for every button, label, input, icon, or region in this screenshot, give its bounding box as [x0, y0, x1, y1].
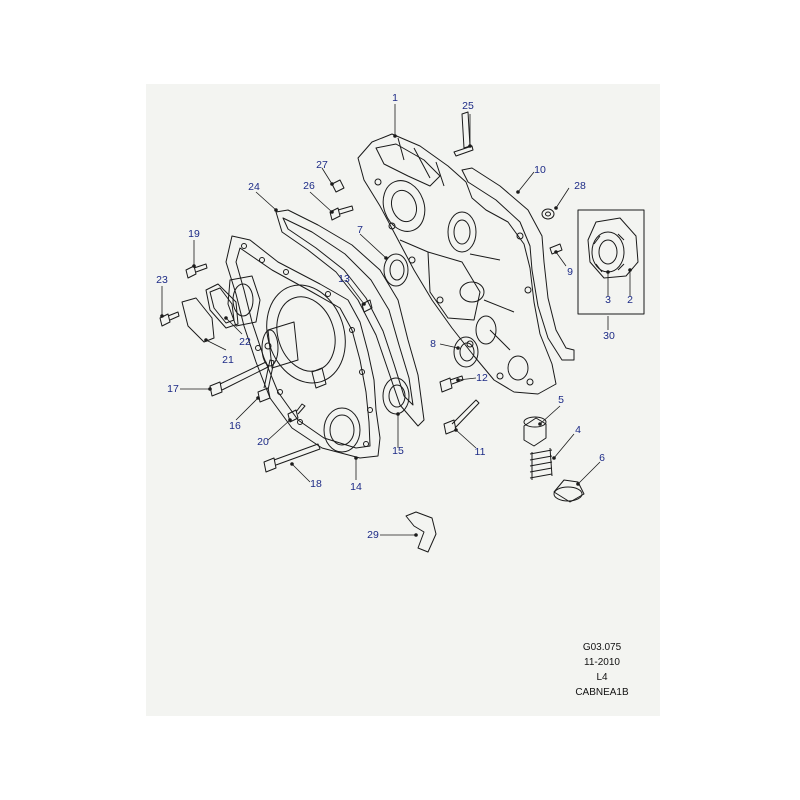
callout-6: 6	[599, 451, 605, 464]
callout-13: 13	[338, 272, 350, 285]
callout-4: 4	[575, 423, 581, 436]
oil-seal-upper	[383, 253, 409, 287]
bolt-23	[159, 311, 180, 327]
oil-seal-lower	[453, 336, 479, 368]
bolt-12	[439, 375, 464, 393]
bolt-26	[329, 205, 354, 221]
callout-2: 2	[627, 293, 633, 306]
bolt-27	[331, 179, 345, 193]
callout-14: 14	[350, 480, 362, 493]
callout-28: 28	[574, 179, 586, 192]
spring	[529, 447, 553, 480]
callout-25: 25	[462, 99, 474, 112]
drawing-info-block: G03.075 11-2010 L4 CABNEA1B	[562, 640, 642, 700]
callout-18: 18	[310, 477, 322, 490]
drawing-variant: L4	[596, 672, 608, 683]
dowel-9	[549, 243, 563, 255]
front-cover	[225, 235, 381, 459]
callout-27: 27	[316, 158, 328, 171]
callout-19: 19	[188, 227, 200, 240]
gasket-rear	[461, 167, 575, 361]
callout-21: 21	[222, 353, 234, 366]
small-cover-gasket	[205, 283, 239, 329]
relief-valve	[553, 479, 585, 503]
washer-28	[541, 208, 555, 220]
drawing-code: G03.075	[582, 642, 622, 653]
callout-3: 3	[605, 293, 611, 306]
bolt-13	[361, 299, 373, 313]
gasket-outer	[275, 209, 425, 427]
oil-pump-inset	[577, 209, 645, 315]
callout-30: 30	[603, 329, 615, 342]
callout-5: 5	[558, 393, 564, 406]
callout-29: 29	[367, 528, 379, 541]
drawing-date: 11-2010	[584, 657, 620, 668]
crank-seal	[382, 377, 410, 415]
callout-15: 15	[392, 444, 404, 457]
callout-12: 12	[476, 371, 488, 384]
callout-11: 11	[474, 445, 486, 458]
callout-20: 20	[257, 435, 269, 448]
bolt-18	[263, 443, 321, 473]
callout-8: 8	[430, 337, 436, 350]
callout-9: 9	[567, 265, 573, 278]
callout-7: 7	[357, 223, 363, 236]
callout-23: 23	[156, 273, 168, 286]
illustration-id: CABNEA1B	[575, 687, 629, 698]
callout-10: 10	[534, 163, 546, 176]
callout-17: 17	[167, 382, 179, 395]
bolt-19	[185, 263, 208, 279]
drawing-sheet	[146, 84, 660, 716]
bracket	[405, 511, 437, 553]
callout-26: 26	[303, 179, 315, 192]
callout-1: 1	[392, 91, 398, 104]
main-housing	[357, 133, 557, 395]
plug	[523, 416, 547, 447]
bolt-17	[209, 361, 269, 397]
callout-24: 24	[248, 180, 260, 193]
callout-22: 22	[239, 335, 251, 348]
callout-16: 16	[229, 419, 241, 432]
small-cover-plate	[181, 297, 215, 343]
bolt-11	[443, 399, 480, 435]
